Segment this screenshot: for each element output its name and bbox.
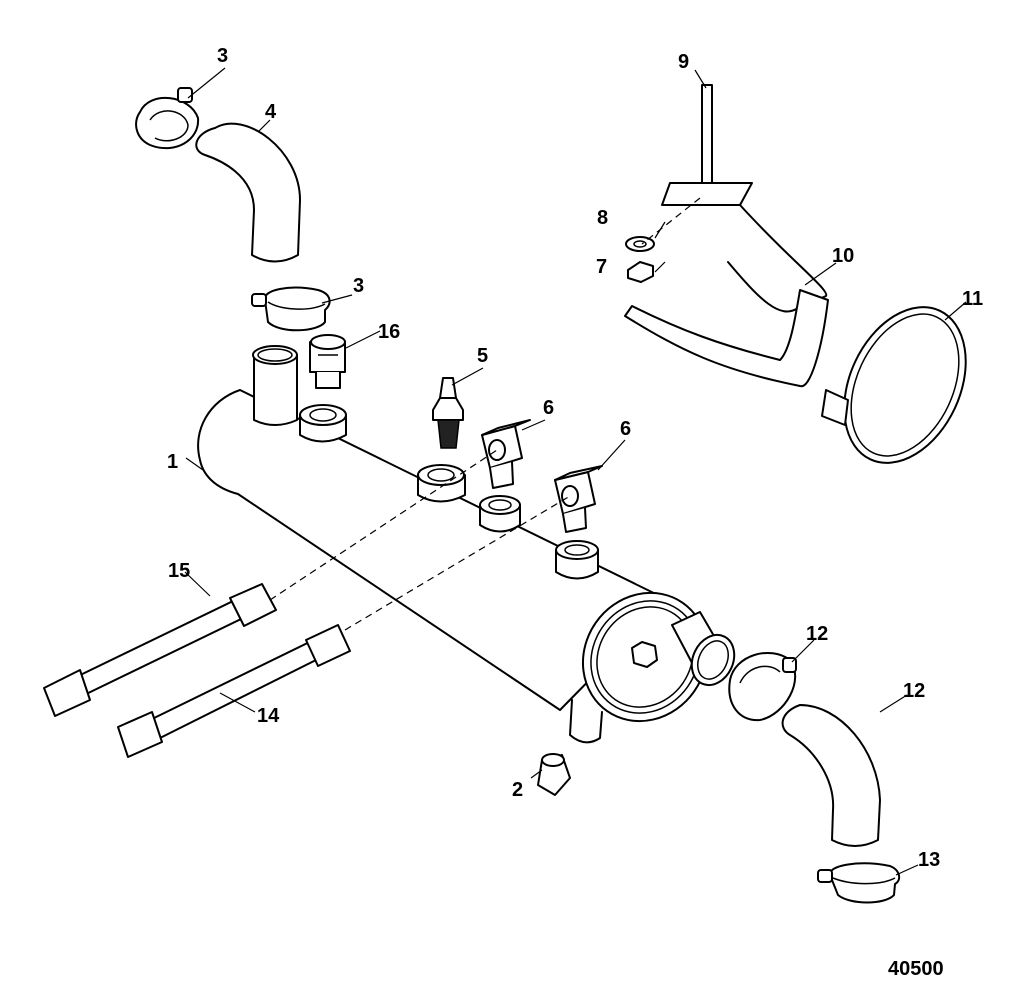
hose-clamp-12-bottom: [817, 862, 901, 904]
callout-13: 12: [903, 680, 925, 702]
pipe-plug-2: [537, 753, 571, 796]
body-boss-2: [417, 464, 466, 503]
callout-1: 1: [167, 451, 178, 473]
hose-elbow-lower: [781, 704, 881, 847]
fitting-16: [309, 334, 346, 389]
mounting-bracket-10: [624, 182, 829, 388]
callout-labels: 1 2 3 3 4 5 6 6 7 8 9 10 11 12 12 13 14 …: [167, 45, 983, 871]
callout-12-middle: 12: [806, 623, 828, 645]
nut-7: [627, 261, 654, 283]
figure-id: 40500: [888, 958, 944, 980]
callout-16: 16: [378, 321, 400, 343]
hose-clamp-3-lower: [251, 286, 331, 332]
callout-4: 4: [265, 101, 277, 123]
callout-10: 10: [832, 245, 854, 267]
body-boss-4: [555, 540, 599, 580]
hose-barb-5: [432, 377, 464, 449]
callout-15: 15: [168, 560, 190, 582]
body-boss-3: [479, 495, 521, 533]
callout-6-b: 6: [620, 418, 631, 440]
elbow-fitting-6-b: [554, 465, 603, 533]
body-boss-1: [299, 404, 347, 443]
hose-clamp-12-middle: [728, 651, 797, 722]
heat-exchanger-body: [197, 389, 736, 744]
elbow-fitting-6-a: [481, 419, 531, 489]
assembly-dash-lines: [269, 197, 701, 631]
callout-14: 14: [257, 705, 280, 727]
callout-12-bottom: 13: [918, 849, 940, 871]
flex-hose-15: [43, 583, 277, 717]
inlet-nipple: [252, 345, 298, 426]
callout-7: 7: [596, 256, 607, 278]
callout-3-lower: 3: [353, 275, 364, 297]
leader-lines: [184, 67, 967, 876]
callout-2: 2: [512, 779, 523, 801]
flex-hose-14: [117, 624, 351, 758]
callout-8: 8: [597, 207, 608, 229]
hose-clamp-3-upper: [135, 87, 200, 150]
band-clamp-11: [821, 306, 967, 464]
stud-9: [701, 84, 713, 186]
hose-elbow-upper: [195, 122, 301, 263]
callout-9: 9: [678, 51, 689, 73]
washer-8: [625, 236, 655, 252]
callout-3-top: 3: [217, 45, 228, 67]
callout-6-a: 6: [543, 397, 554, 419]
callout-11: 11: [962, 288, 983, 310]
callout-5: 5: [477, 345, 488, 367]
